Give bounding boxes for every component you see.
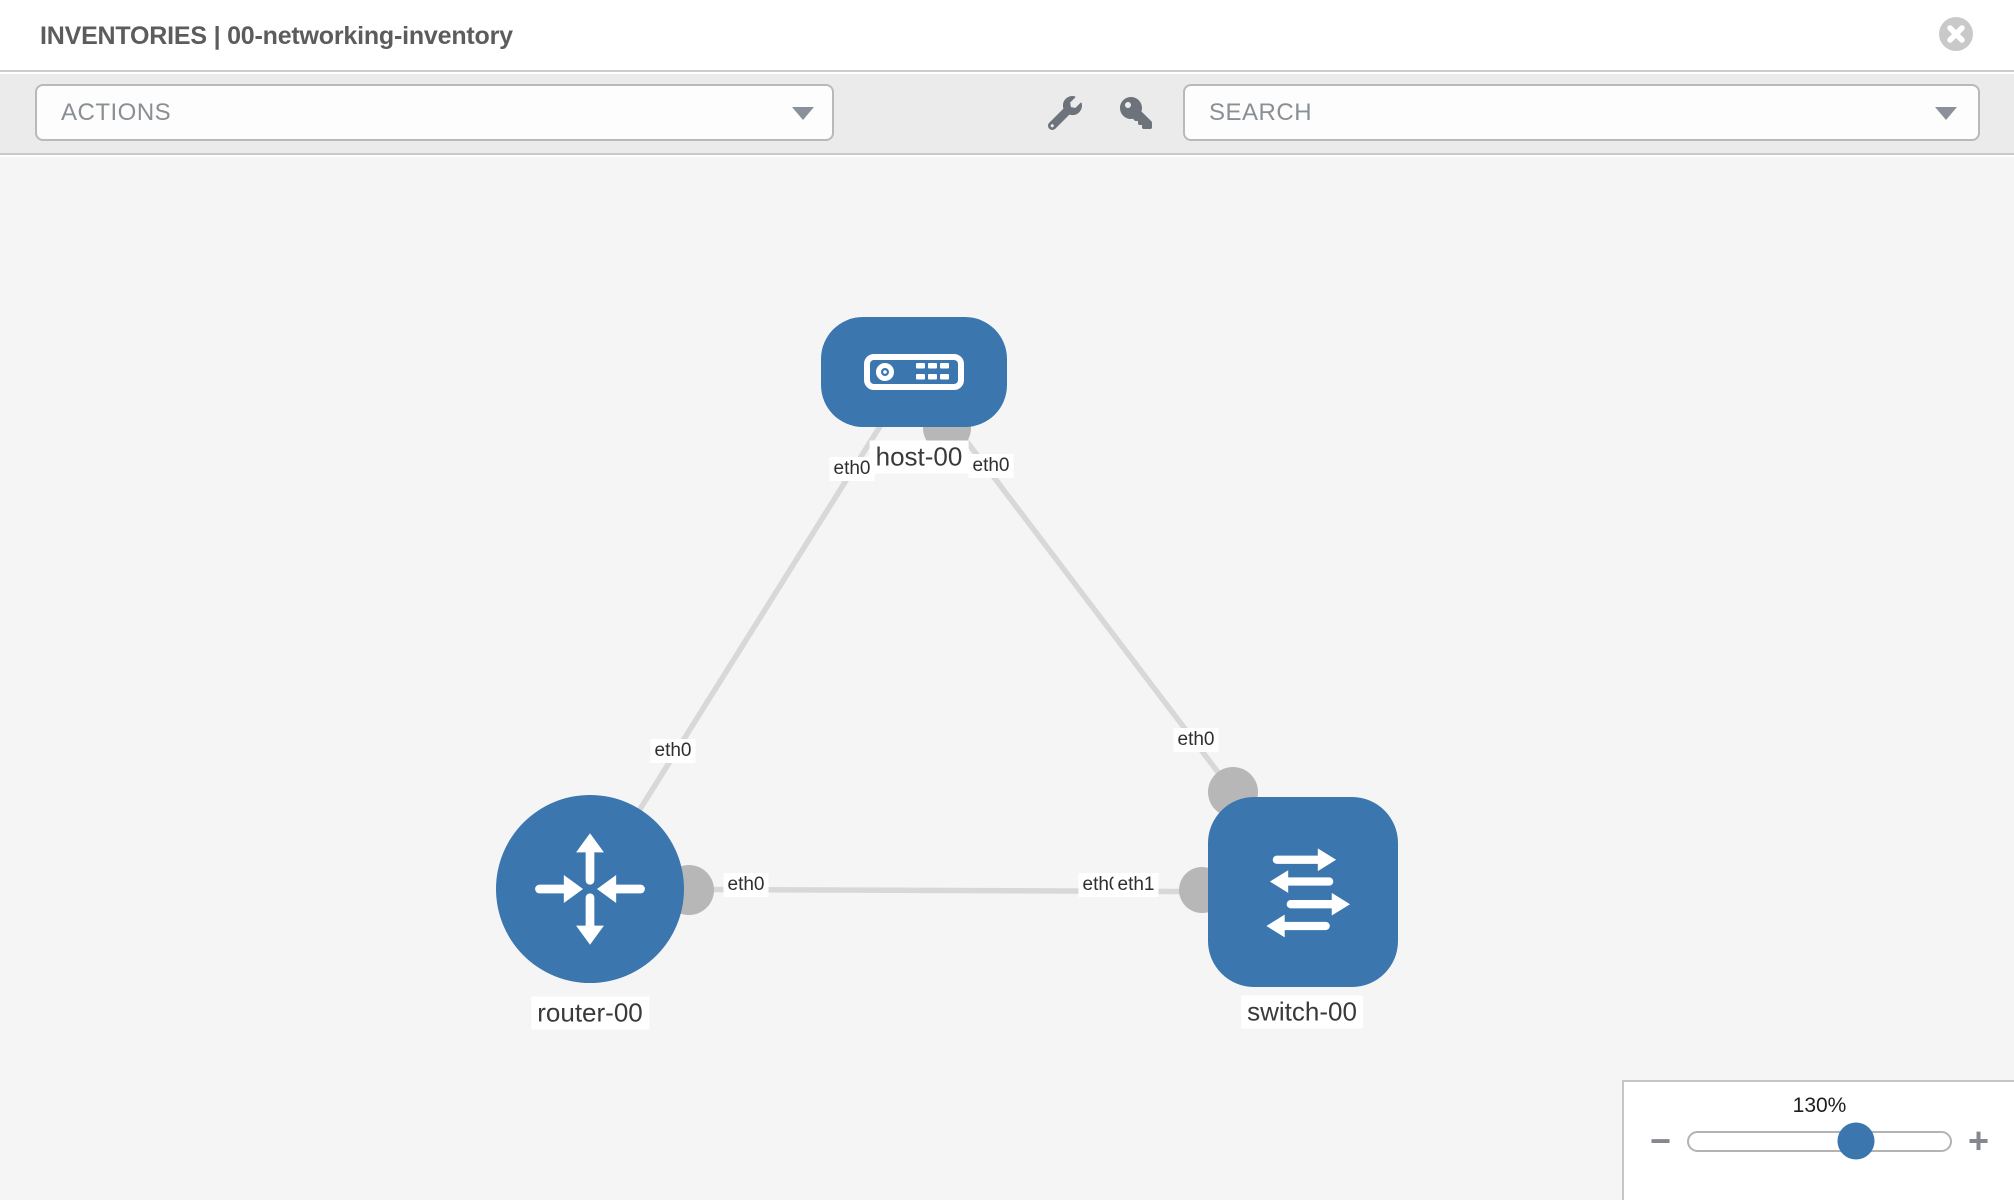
switch-icon (1266, 848, 1351, 938)
actions-dropdown-label: ACTIONS (61, 98, 172, 126)
node-label: host-00 (869, 440, 969, 474)
zoom-slider[interactable] (1687, 1122, 1952, 1160)
zoom-in-button[interactable]: + (1967, 1120, 1989, 1161)
router-icon (535, 833, 645, 945)
actions-dropdown[interactable]: ACTIONS (35, 84, 834, 141)
close-icon (1939, 17, 1973, 51)
interface-label: eth0 (968, 454, 1014, 478)
node-label: switch-00 (1241, 995, 1363, 1029)
topology-canvas[interactable]: 130% − + host-00 router-00 switch-00 eth0 et… (0, 157, 2014, 1200)
topology-graph (587, 370, 1304, 915)
interface-label: eth0 (829, 457, 875, 481)
search-dropdown[interactable]: SEARCH (1183, 84, 1980, 141)
credentials-button[interactable] (1116, 94, 1156, 134)
wrench-icon (1047, 95, 1082, 130)
interface-label: eth1 (1113, 873, 1159, 897)
page-title: INVENTORIES | 00-networking-inventory (40, 22, 513, 50)
close-button[interactable] (1938, 16, 1974, 52)
chevron-down-icon (792, 106, 814, 120)
zoom-slider-thumb[interactable] (1837, 1122, 1875, 1160)
zoom-out-button[interactable]: − (1650, 1120, 1672, 1161)
interface-label: eth0 (723, 873, 769, 897)
key-icon (1120, 96, 1152, 129)
node-router-00[interactable] (496, 795, 684, 983)
node-label: router-00 (531, 996, 649, 1030)
interface-label: eth0 (1173, 728, 1219, 752)
zoom-panel: 130% − + (1622, 1080, 2014, 1200)
chevron-down-icon (1935, 106, 1957, 120)
search-dropdown-label: SEARCH (1209, 98, 1313, 126)
node-switch-00[interactable] (1208, 797, 1398, 987)
node-host-00[interactable] (821, 317, 1007, 427)
toolbar: ACTIONS SEARCH (0, 74, 2014, 155)
host-icon (864, 354, 964, 390)
zoom-row: − + (1624, 1120, 2014, 1161)
interface-label: eth0 (650, 739, 696, 763)
zoom-level: 130% (1792, 1094, 1847, 1117)
configure-button[interactable] (1045, 94, 1085, 134)
header: INVENTORIES | 00-networking-inventory (0, 0, 2014, 72)
